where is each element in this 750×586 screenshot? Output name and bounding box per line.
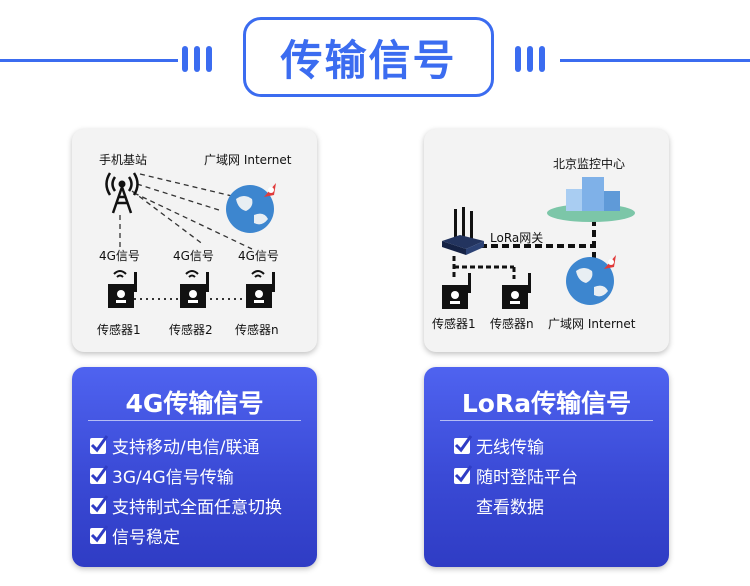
feature-text: 信号稳定 (112, 528, 180, 548)
tower-label: 手机基站 (99, 153, 148, 167)
sensor-label-2: 传感器2 (169, 323, 213, 337)
sensor-device-icon (108, 270, 137, 308)
diagram-lora: 北京监控中心 LoRa网关 传感器1 传感器n 广域网 Internet (424, 129, 669, 352)
sensor-label-3: 传感器n (235, 323, 279, 337)
sensor-label-n: 传感器n (490, 317, 534, 331)
header-bars-left (182, 46, 212, 72)
globe-icon (226, 183, 276, 233)
feature-text: 支持制式全面任意切换 (112, 498, 282, 518)
feature-text: 随时登陆平台 (476, 468, 578, 488)
card-title: 4G传输信号 (125, 389, 264, 418)
card-lora: LoRa传输信号 无线传输 随时登陆平台 查看数据 (424, 367, 669, 567)
checkbox-icon (90, 524, 109, 544)
diagram-4g: 手机基站 广域网 Internet 4G信号 4G信号 4G信号 传感器1 传感… (72, 129, 317, 352)
sensor-device-icon (502, 273, 531, 309)
feature-item: 随时登陆平台 (454, 463, 578, 488)
sensor-label-1: 传感器1 (97, 323, 141, 337)
gateway-label: LoRa网关 (490, 231, 544, 245)
building-icon (547, 177, 635, 222)
header-line-left (0, 59, 178, 62)
header-bars-right (515, 46, 545, 72)
sensor-label-1: 传感器1 (432, 317, 476, 331)
card-4g: 4G传输信号 支持移动/电信/联通 3G/4G信号传输 支持制式全面任意切换 信… (72, 367, 317, 567)
router-icon (442, 207, 484, 255)
diagram-4g-lines (119, 173, 253, 300)
feature-text: 查看数据 (476, 498, 544, 518)
sensor-device-icon (180, 270, 209, 308)
divider (440, 420, 653, 421)
cell-tower-icon (105, 172, 139, 214)
feature-item: 支持移动/电信/联通 (90, 433, 259, 458)
signal-label-2: 4G信号 (173, 249, 214, 263)
page-title: 传输信号 (243, 17, 494, 97)
checkbox-icon (454, 434, 473, 454)
header-line-right (560, 59, 750, 62)
feature-item: 无线传输 (454, 433, 544, 458)
checkbox-icon (90, 494, 109, 514)
signal-label-1: 4G信号 (99, 249, 140, 263)
divider (88, 420, 301, 421)
diagram-lora-lines (452, 219, 596, 279)
checkbox-icon (90, 434, 109, 454)
signal-label-3: 4G信号 (238, 249, 279, 263)
internet-label: 广域网 Internet (548, 317, 636, 331)
card-title: LoRa传输信号 (461, 389, 632, 418)
checkbox-icon (90, 464, 109, 484)
feature-item: 查看数据 (476, 493, 544, 518)
feature-text: 3G/4G信号传输 (112, 468, 234, 488)
feature-item: 信号稳定 (90, 523, 180, 548)
feature-item: 支持制式全面任意切换 (90, 493, 282, 518)
sensor-device-icon (246, 270, 275, 308)
monitor-center-label: 北京监控中心 (553, 157, 626, 171)
checkbox-icon (454, 464, 473, 484)
globe-icon (566, 255, 616, 305)
feature-text: 无线传输 (476, 438, 544, 458)
feature-text: 支持移动/电信/联通 (112, 438, 260, 458)
sensor-device-icon (442, 273, 471, 309)
feature-item: 3G/4G信号传输 (90, 463, 234, 488)
internet-label: 广域网 Internet (204, 153, 292, 167)
